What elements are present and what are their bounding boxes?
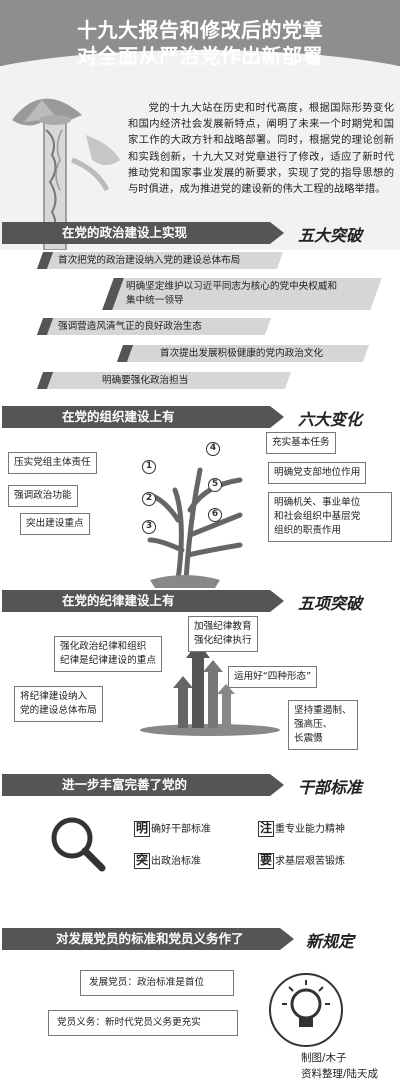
title-line-2: 对全面从严治党作出新部署: [77, 44, 323, 68]
section1-item-2: 明确坚定维护以习近平同志为核心的党中央权威和 集中统一领导: [102, 278, 382, 310]
section3-item-e: 坚持重遏制、强高压、长震慑: [288, 700, 358, 750]
section3-tag: 五项突破: [298, 594, 363, 613]
section1-item-5: 明确要强化政治担当: [36, 372, 292, 389]
credit-design: 制图/木子: [300, 1052, 347, 1064]
section5-tag: 新规定: [306, 932, 355, 951]
num-1: 1: [142, 460, 156, 474]
cadre-item-1: 明确好干部标准: [134, 821, 211, 837]
section3-item-b: 加强纪律教育强化纪律执行: [188, 616, 258, 652]
title-line-1: 十九大报告和修改后的党章: [77, 18, 323, 42]
section2-right-1: 充实基本任务: [266, 432, 336, 454]
section3-heading: 在党的纪律建设上有: [2, 590, 284, 612]
num-5: 5: [208, 478, 222, 492]
intro-paragraph: 党的十九大站在历史和时代高度，根据国际形势变化和国内经济社会发展新特点，阐明了未…: [128, 102, 394, 196]
huabiao-column-illustration: [12, 98, 120, 250]
magnifier-icon: [51, 817, 106, 872]
lightbulb-icon: [269, 973, 343, 1047]
section1-item-4: 首次提出发展积极健康的党内政治文化: [116, 345, 370, 362]
section2-right-2: 明确党支部地位作用: [268, 462, 367, 484]
header: 十九大报告和修改后的党章 对全面从严治党作出新部署 党的十九大站在历史和时代高度…: [0, 0, 400, 250]
section5-heading: 对发展党员的标准和党员义务作了: [2, 928, 294, 950]
section2-tag: 六大变化: [298, 410, 363, 429]
section2-right-3: 明确机关、事业单位 和社会组织中基层党 组织的职责作用: [268, 492, 392, 542]
section4-heading: 进一步丰富完善了党的: [2, 774, 284, 796]
num-6: 6: [208, 508, 222, 522]
section5-item-1: 发展党员：政治标准是首位: [80, 970, 234, 996]
section1-item-3: 强调营造风清气正的良好政治生态: [36, 318, 272, 335]
arrows-illustration: [140, 642, 280, 736]
section3-item-c: 运用好“四种形态”: [228, 666, 318, 688]
section1-heading: 在党的政治建设上实现: [2, 222, 284, 244]
section4-tag: 干部标准: [298, 778, 363, 797]
section2-left-1: 压实党组主体责任: [8, 452, 97, 474]
cadre-item-2: 注重专业能力精神: [258, 821, 345, 837]
num-2: 2: [142, 492, 156, 506]
cadre-item-4: 要求基层艰苦锻炼: [258, 853, 345, 869]
num-4: 4: [206, 442, 220, 456]
num-3: 3: [142, 520, 156, 534]
cadre-item-3: 突出政治标准: [134, 853, 201, 869]
section3-item-d: 将纪律建设纳入党的建设总体布局: [14, 686, 103, 722]
section5-item-2: 党员义务：新时代党员义务更充实: [48, 1010, 238, 1036]
credit-data: 资料整理/陆天成: [300, 1068, 378, 1080]
credits: 制图/木子 资料整理/陆天成: [301, 1050, 378, 1082]
section2-heading: 在党的组织建设上有: [2, 406, 284, 428]
section2-left-3: 突出建设重点: [20, 513, 90, 535]
section3-item-a: 强化政治纪律和组织纪律是纪律建设的重点: [54, 636, 162, 672]
section2-left-2: 强调政治功能: [8, 485, 78, 507]
section1-item-1: 首次把党的政治建设纳入党的建设总体布局: [36, 252, 284, 269]
section1-tag: 五大突破: [298, 226, 363, 245]
